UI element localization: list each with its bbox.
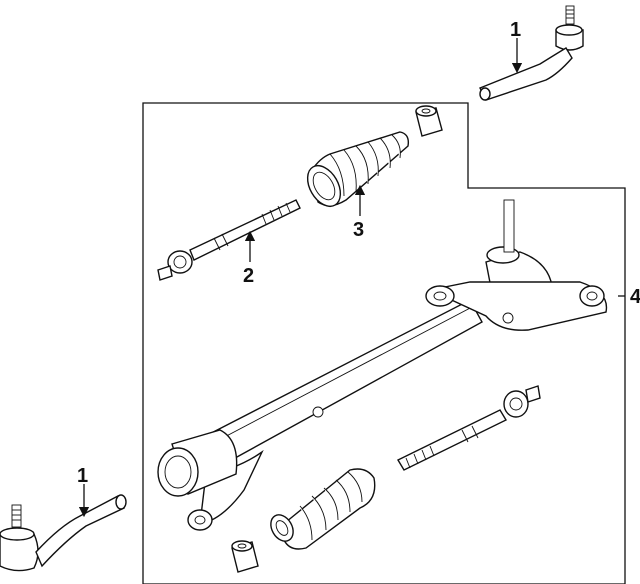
inner-tie-rod-bottom bbox=[397, 385, 541, 471]
outer-tie-rod-end-top bbox=[479, 5, 584, 101]
callout-3: 3 bbox=[353, 219, 364, 241]
outer-tie-rod-end-bottom bbox=[0, 494, 127, 572]
bushing-bottom bbox=[231, 540, 259, 573]
callout-4: 4 bbox=[630, 286, 640, 308]
inner-tie-rod-top bbox=[157, 199, 301, 281]
rack-boot-top bbox=[306, 131, 410, 207]
callout-2: 2 bbox=[243, 265, 254, 287]
assembly-outline bbox=[142, 102, 626, 584]
callout-1-bottom: 1 bbox=[77, 465, 88, 487]
rack-boot-bottom bbox=[270, 468, 376, 550]
callout-1-top: 1 bbox=[510, 19, 521, 41]
bushing-top bbox=[415, 105, 443, 137]
steering-gear-housing bbox=[157, 199, 608, 531]
